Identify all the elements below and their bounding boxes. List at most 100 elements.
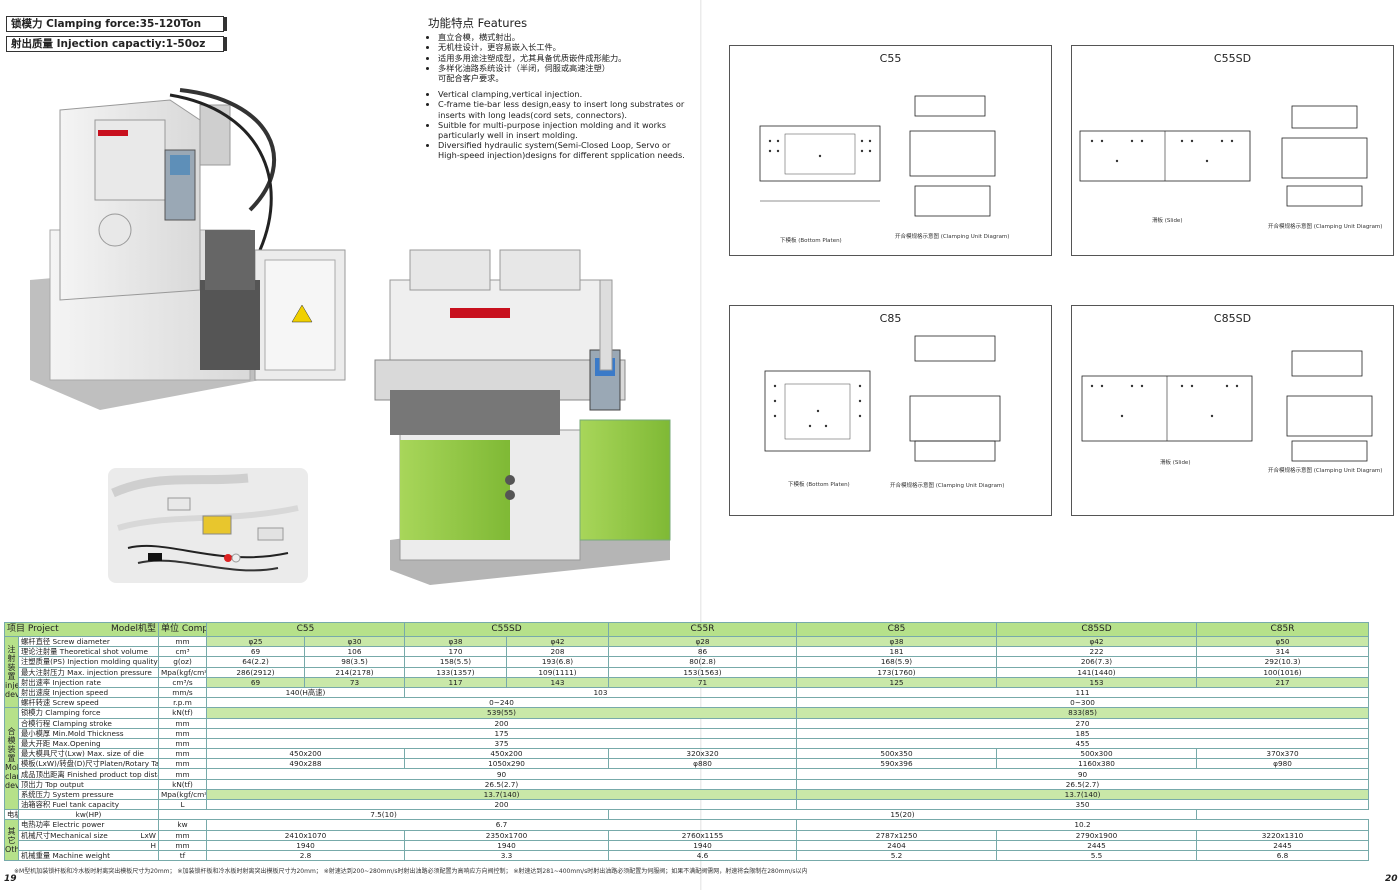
table-cell: 1940	[608, 839, 798, 851]
table-cell: 2.8	[206, 849, 405, 862]
diagram-c55sd: C55SD 滑板 (Slide) 开合模规格示意图 (Clamping Unit…	[1071, 45, 1394, 256]
table-cell: 1940	[206, 839, 405, 851]
row-label: 最大模具尺寸(Lxw) Max. size of die	[18, 748, 159, 760]
feature-cn: 直立合模，横式射出。	[438, 32, 688, 42]
table-cell: φ42	[505, 635, 610, 648]
header-unit: 单位 Company	[158, 622, 207, 637]
slide-drawing	[1081, 350, 1373, 462]
table-cell: tf	[158, 849, 207, 862]
table-cell: φ38	[404, 635, 507, 648]
row-label: 锁模力 Clamping force	[18, 707, 159, 719]
table-cell: 71	[608, 676, 798, 688]
table-cell: mm	[158, 717, 207, 729]
c-frame-machine-image	[30, 88, 346, 410]
section-clamping: 合模装置 Mold clamping device	[4, 707, 19, 811]
features-cn-list: 直立合模，横式射出。 无机柱设计，更容易嵌入长工件。 适用多用途注塑成型，尤其具…	[428, 32, 688, 73]
table-cell: φ30	[304, 635, 405, 648]
table-cell: 1160x380	[996, 758, 1198, 770]
table-cell: 125	[796, 676, 998, 688]
table-cell: 2787x1250	[796, 829, 998, 841]
table-cell: 320x320	[608, 748, 798, 760]
table-cell: mm	[158, 748, 207, 760]
row-label: 螺杆直径 Screw diameter	[18, 635, 159, 648]
row-label: 系统压力 System pressure	[18, 788, 159, 801]
injection-capacity-tag: 射出质量 Injection capactiy:1-50oz	[6, 36, 227, 52]
feature-cn: 可配合客户要求。	[438, 73, 504, 84]
table-cell: 200	[205, 717, 798, 729]
header-model-c55r: C55R	[608, 622, 798, 637]
caption-left: 滑板 (Slide)	[1152, 218, 1183, 224]
row-label: 最小模厚 Min.Mold Thickness	[18, 727, 159, 739]
features-title: 功能特点 Features	[428, 16, 528, 30]
row-label: 成品顶出距离 Finished product top distance	[18, 768, 159, 780]
table-cell: 73	[304, 676, 405, 688]
spec-table: 项目 Project Model机型 单位 Company C55 C55SD …	[4, 622, 1370, 862]
table-cell: 193(6.8)	[505, 656, 610, 668]
caption-right: 开合模规格示意图 (Clamping Unit Diagram)	[890, 483, 1005, 489]
table-cell: 0~240	[205, 697, 798, 709]
table-cell: φ38	[796, 635, 998, 648]
feature-cn: 多样化油路系统设计（半闭，伺服或高速注塑）	[438, 63, 688, 73]
table-cell: 26.5(2.7)	[796, 778, 1370, 790]
table-cell: 140(H高速)	[206, 686, 405, 699]
table-cell: g(oz)	[158, 656, 207, 668]
row-label: 螺杆转速 Screw speed	[18, 697, 159, 709]
row-label: 电机功率 Motor power	[4, 809, 19, 821]
table-cell: φ880	[608, 758, 798, 770]
table-cell: 292(10.3)	[1196, 656, 1370, 668]
table-cell: 168(5.9)	[796, 656, 998, 668]
table-cell: 106	[304, 646, 405, 658]
table-cell: 181	[796, 646, 998, 658]
table-cell: 200	[205, 798, 798, 811]
table-cell: 270	[796, 717, 1370, 729]
table-row: 模板(LxW)/转盘(D)尺寸Platen/Rotary Table Sizem…	[5, 758, 1370, 770]
page-number-left: 19	[4, 874, 17, 884]
feature-cn: 适用多用途注塑成型，尤其具备优质嵌件成形能力。	[438, 53, 688, 63]
table-cell: 13.7(140)	[205, 788, 798, 801]
table-cell: kw	[158, 819, 207, 831]
table-cell: 3.3	[403, 849, 610, 862]
row-label: 射出速度 Injection speed	[18, 686, 159, 699]
table-cell: 7.5(10)	[157, 809, 610, 821]
table-cell: 450x200	[403, 748, 610, 760]
table-cell: 314	[1196, 646, 1370, 658]
row-label: 最大开距 Max.Opening	[18, 737, 159, 750]
table-cell: 206(7.3)	[996, 656, 1198, 668]
slide-drawing	[1079, 105, 1368, 207]
caption-right: 开合模规格示意图 (Clamping Unit Diagram)	[895, 234, 1010, 240]
header-model-c85r: C85R	[1196, 622, 1370, 637]
diagram-title: C55SD	[1213, 52, 1252, 65]
table-cell: 6.8	[1196, 849, 1370, 862]
table-cell: 286(2912)	[206, 666, 305, 678]
table-cell: 6.7	[205, 819, 798, 831]
table-header-row: 项目 Project Model机型 单位 Company C55 C55SD …	[4, 622, 1370, 637]
table-cell: 2790x1900	[996, 829, 1198, 841]
diagram-c85: C85 下模板 (Bottom Platen) 开合模规格示意图 (Clampi…	[729, 305, 1052, 516]
table-cell: 90	[796, 768, 1370, 780]
table-cell: 185	[796, 727, 1370, 739]
table-cell: 86	[608, 646, 798, 658]
header-model-c55: C55	[206, 622, 405, 637]
row-label: 机械重量 Machine weight	[18, 849, 159, 862]
row-label: 模板(LxW)/转盘(D)尺寸Platen/Rotary Table Size	[18, 758, 159, 770]
rotary-machine-image	[374, 249, 671, 585]
diagram-title: C55	[879, 52, 902, 65]
header-project: 项目 Project Model机型	[4, 622, 159, 637]
diagram-title: C85SD	[1213, 312, 1252, 325]
table-cell: mm	[158, 635, 207, 648]
table-cell: 100(1016)	[1196, 666, 1370, 678]
table-row: 合模装置 Mold clamping device 锁模力 Clamping f…	[4, 707, 1370, 811]
row-label: 电热功率 Electric power	[18, 819, 159, 831]
table-cell: 26.5(2.7)	[205, 778, 798, 790]
table-cell: 5.5	[996, 849, 1198, 862]
table-cell: 2410x1070	[206, 829, 405, 841]
header-model-c55sd: C55SD	[403, 622, 610, 637]
table-cell: L	[158, 798, 207, 811]
